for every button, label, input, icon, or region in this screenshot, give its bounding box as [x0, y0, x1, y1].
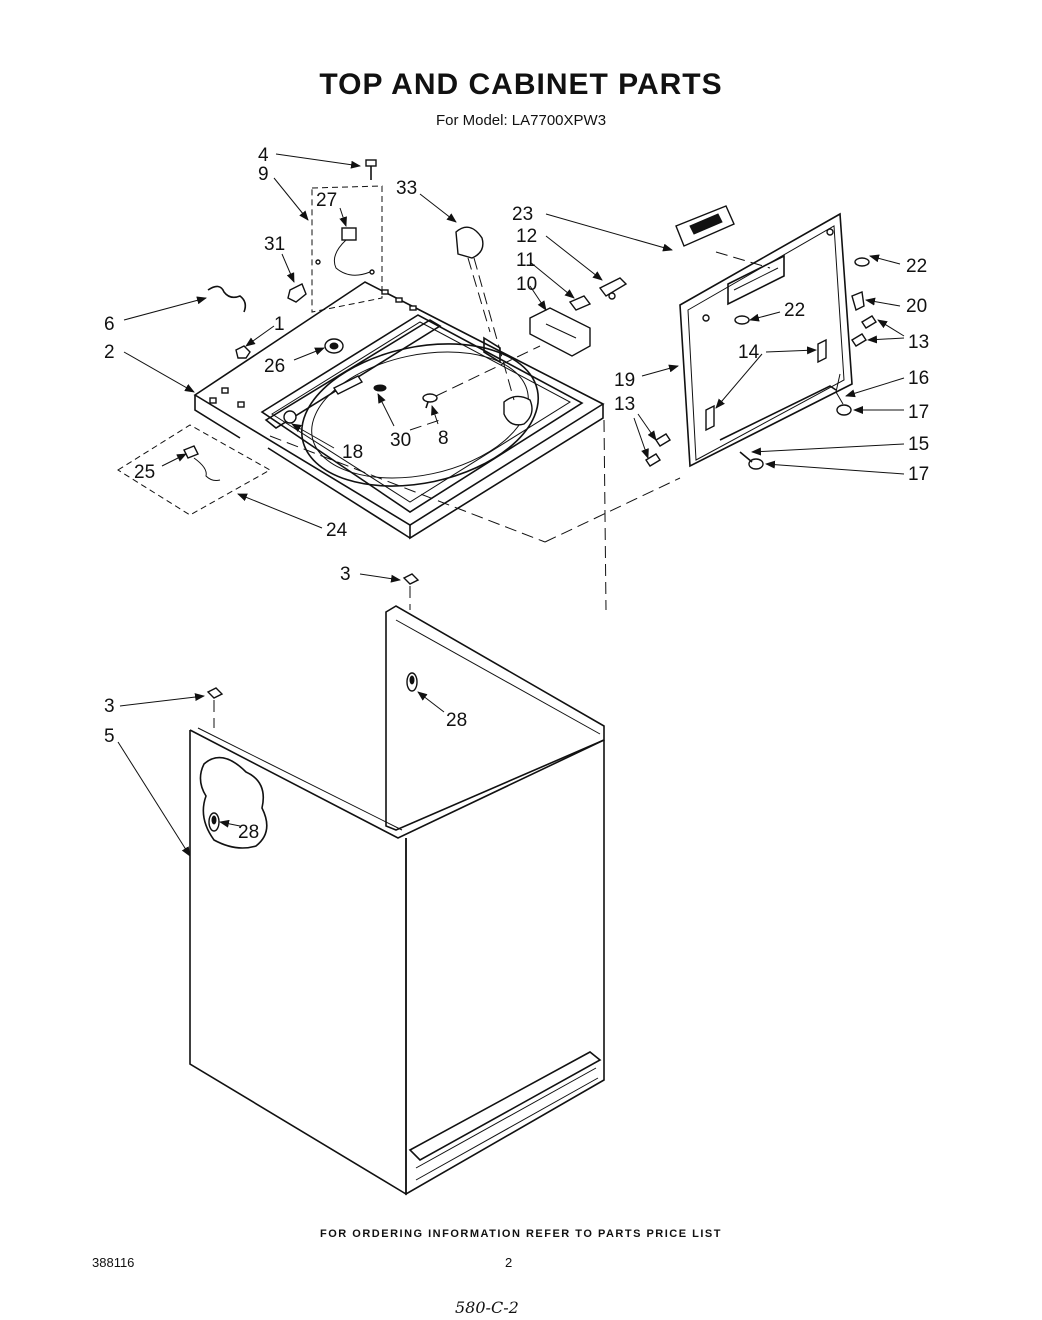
- clip-part-3-upper: [402, 573, 420, 610]
- callout-17-lower: 17: [908, 464, 929, 485]
- bumper-part-17-lower: [748, 458, 764, 470]
- plug-part-22-lower: [734, 315, 750, 325]
- bumper-part-17-upper: [836, 404, 852, 416]
- screws-part-13-right: [851, 315, 877, 347]
- callout-6: 6: [104, 314, 115, 335]
- callout-24: 24: [326, 520, 348, 541]
- callout-20: 20: [906, 296, 927, 317]
- callout-22-upper: 22: [906, 256, 927, 277]
- callout-25: 25: [134, 462, 155, 483]
- clip-part-20: [851, 291, 865, 312]
- ordering-note: FOR ORDERING INFORMATION REFER TO PARTS …: [320, 1228, 722, 1240]
- callout-10: 10: [516, 274, 537, 295]
- switch-part-11: [568, 295, 592, 311]
- screw-part-28-front: [208, 812, 220, 832]
- hinge-part-12: [598, 277, 628, 300]
- switch-bracket-part-10: [529, 307, 591, 357]
- clip-part-31: [287, 283, 307, 303]
- washer-top-assembly: [193, 281, 605, 540]
- callout-30: 30: [390, 430, 411, 451]
- callout-5: 5: [104, 726, 115, 747]
- screw-part-28-back: [406, 672, 418, 692]
- document-number: 388116: [92, 1255, 135, 1270]
- callout-labels: 4 9 27 33 31 6 1 2 26 23 12 11 10 22 22 …: [104, 145, 929, 843]
- lid-assembly-19: [679, 212, 853, 468]
- callout-12: 12: [516, 226, 537, 247]
- callout-14: 14: [738, 342, 760, 363]
- callout-13-left: 13: [614, 394, 635, 415]
- bumper-part-33: [455, 226, 484, 259]
- callout-19: 19: [614, 370, 635, 391]
- callout-27: 27: [316, 190, 337, 211]
- page-number: 2: [505, 1255, 513, 1270]
- callout-28-back: 28: [446, 710, 467, 731]
- callout-3-lower: 3: [104, 696, 115, 717]
- callout-17-upper: 17: [908, 402, 929, 423]
- bushing-part-26: [324, 338, 344, 354]
- wire-harness-box-9: [311, 185, 383, 313]
- callout-1: 1: [274, 314, 285, 335]
- cabinet-part-5: [189, 605, 605, 1196]
- callout-33: 33: [396, 178, 417, 199]
- callout-13-right: 13: [908, 332, 929, 353]
- callout-4: 4: [258, 145, 269, 166]
- callout-11: 11: [516, 250, 536, 271]
- nut-part-1: [235, 345, 251, 359]
- callout-28-front: 28: [238, 822, 259, 843]
- plug-part-22-upper: [854, 257, 870, 267]
- model-subtitle: For Model: LA7700XPW3: [435, 112, 607, 129]
- callout-18: 18: [342, 442, 363, 463]
- lid-switch-part-30: [332, 375, 387, 395]
- callout-16: 16: [908, 368, 929, 389]
- callout-9: 9: [258, 164, 269, 185]
- callout-3-upper: 3: [340, 564, 351, 585]
- clip-part-3-lower: [206, 687, 224, 728]
- callout-leader-lines: [117, 153, 905, 857]
- callout-23: 23: [512, 204, 533, 225]
- callout-15: 15: [908, 434, 929, 455]
- callout-8: 8: [438, 428, 449, 449]
- screw-part-4: [365, 159, 377, 180]
- handwritten-note: 580-C-2: [455, 1298, 519, 1317]
- page-title: TOP AND CABINET PARTS: [319, 68, 723, 101]
- handle-part-23: [675, 205, 735, 247]
- callout-26: 26: [264, 356, 285, 377]
- clamp-part-6: [207, 285, 247, 313]
- callout-2: 2: [104, 342, 115, 363]
- callout-22-lower: 22: [784, 300, 805, 321]
- screws-part-13-left: [645, 433, 671, 467]
- callout-31: 31: [264, 234, 285, 255]
- screw-part-8: [422, 393, 438, 409]
